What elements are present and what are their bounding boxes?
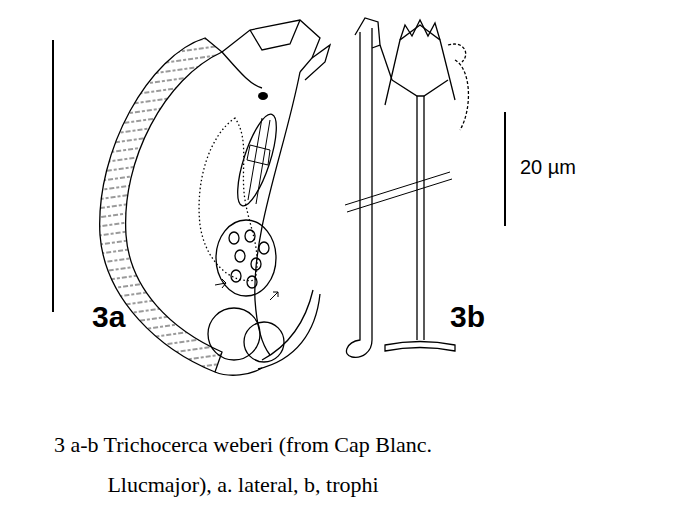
drawing-stroke [247,145,270,165]
drawing-stroke [417,96,424,340]
figure-label: 3a [92,300,125,334]
drawing-stroke [229,232,239,244]
drawing-stroke [355,18,380,48]
drawing-stroke [262,290,313,360]
drawing-stroke [222,20,320,72]
drawing-stroke [222,52,262,88]
drawing-stroke [385,25,455,105]
drawing-stroke [448,44,466,62]
drawing-stroke [215,279,226,288]
scale-bar [52,40,54,312]
drawing-stroke [208,308,260,360]
eyespot [258,92,268,100]
drawing-stroke [250,20,300,50]
drawing-stroke [385,342,455,352]
drawing-stroke [270,292,278,300]
drawing-stroke [215,368,262,375]
drawing-stroke [235,250,245,262]
drawing-stroke [345,172,452,212]
drawing-stroke [244,322,284,362]
figure-label: 3b [450,300,485,334]
drawing-stroke [346,28,372,357]
drawing-stroke [455,60,468,130]
drawing-stroke [199,118,257,281]
drawing-stroke [247,276,257,288]
drawing-stroke [248,118,270,204]
trophi [345,18,468,357]
drawing-stroke [255,72,300,355]
scale-label: 20 µm [520,156,576,179]
drawing-stroke [231,270,241,282]
drawing-stroke [258,294,320,369]
rotifer-body [100,20,330,375]
drawing-stroke [245,230,255,242]
drawing-stroke [305,45,330,80]
figure-caption: 3 a-b Trichocerca weberi (from Cap Blanc… [18,425,468,505]
drawing-stroke [259,242,269,254]
drawing-stroke [392,80,448,96]
drawing-stroke [230,110,284,209]
drawing-stroke [400,20,440,40]
scale-bar [504,112,506,226]
drawing-stroke [216,220,276,296]
drawing-stroke [251,258,261,270]
drawing-stroke [380,45,392,80]
